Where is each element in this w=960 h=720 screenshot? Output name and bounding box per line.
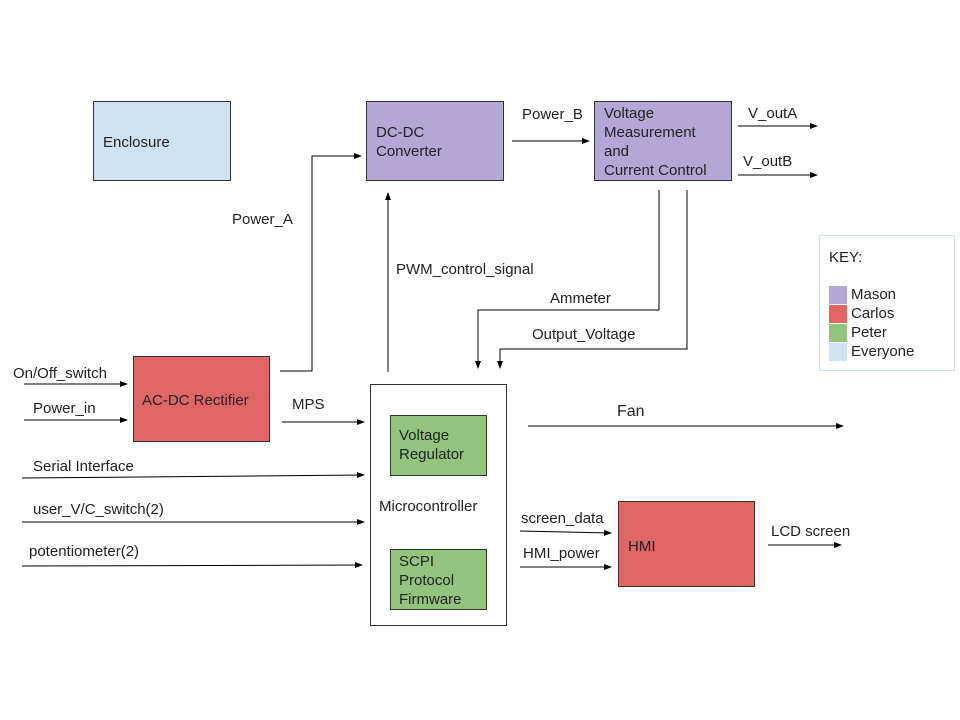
hmi-block: HMI (618, 501, 755, 587)
power-in-label: Power_in (33, 400, 96, 417)
ammeter-label: Ammeter (550, 290, 611, 307)
lcd-screen-label: LCD screen (771, 523, 851, 540)
legend-item-everyone: Everyone (829, 343, 914, 361)
power-a-label: Power_A (232, 211, 293, 228)
enclosure-label: Enclosure (103, 134, 170, 151)
ammeter-wire (475, 190, 660, 369)
legend-swatch (829, 324, 847, 342)
voltage-measurement-label: Voltage Measurement and Current Control (604, 105, 707, 179)
screen-data-arrow (519, 529, 612, 536)
pot-arrow (21, 562, 363, 569)
voltage-regulator-label: Voltage Regulator (399, 427, 465, 463)
dcdc-converter-block: DC-DC Converter (366, 101, 504, 181)
dcdc-converter-label: DC-DC Converter (376, 124, 442, 160)
serial-arrow (21, 472, 365, 479)
microcontroller-label: Microcontroller (379, 498, 478, 515)
legend-title: KEY: (829, 249, 863, 266)
voltage-regulator-block: Voltage Regulator (390, 415, 487, 476)
scpi-firmware-block: SCPI Protocol Firmware (390, 549, 487, 610)
pwm-label: PWM_control_signal (396, 261, 534, 278)
potentiometer-label: potentiometer(2) (29, 543, 140, 560)
legend-item-peter: Peter (829, 324, 887, 342)
fan-label: Fan (617, 403, 645, 420)
acdc-rectifier-block: AC-DC Rectifier (133, 356, 270, 442)
v-outa-label: V_outA (748, 105, 798, 122)
hmi-power-label: HMI_power (523, 545, 600, 562)
legend-label: Peter (851, 324, 887, 341)
mps-label: MPS (292, 396, 325, 413)
acdc-rectifier-label: AC-DC Rectifier (142, 392, 249, 409)
power-a-wire (280, 153, 362, 372)
onoff-switch-label: On/Off_switch (13, 365, 107, 382)
legend-key: KEY: Mason Carlos Peter Everyone (819, 235, 955, 371)
legend-label: Everyone (851, 343, 915, 360)
user-vc-switch-label: user_V/C_switch(2) (33, 501, 164, 518)
legend-item-carlos: Carlos (829, 305, 894, 323)
enclosure-block: Enclosure (93, 101, 231, 181)
voltage-measurement-block: Voltage Measurement and Current Control (594, 101, 732, 181)
hmi-label: HMI (628, 538, 656, 555)
screen-data-label: screen_data (521, 510, 604, 527)
output-voltage-label: Output_Voltage (532, 326, 636, 343)
v-outb-label: V_outB (743, 153, 793, 170)
power-b-label: Power_B (522, 106, 583, 123)
serial-interface-label: Serial Interface (33, 458, 134, 475)
legend-label: Carlos (851, 305, 895, 322)
legend-swatch (829, 343, 847, 361)
legend-swatch (829, 286, 847, 304)
output-voltage-wire (497, 190, 688, 369)
legend-swatch (829, 305, 847, 323)
scpi-firmware-label: SCPI Protocol Firmware (399, 553, 462, 608)
legend-label: Mason (851, 286, 897, 303)
legend-item-mason: Mason (829, 286, 896, 304)
